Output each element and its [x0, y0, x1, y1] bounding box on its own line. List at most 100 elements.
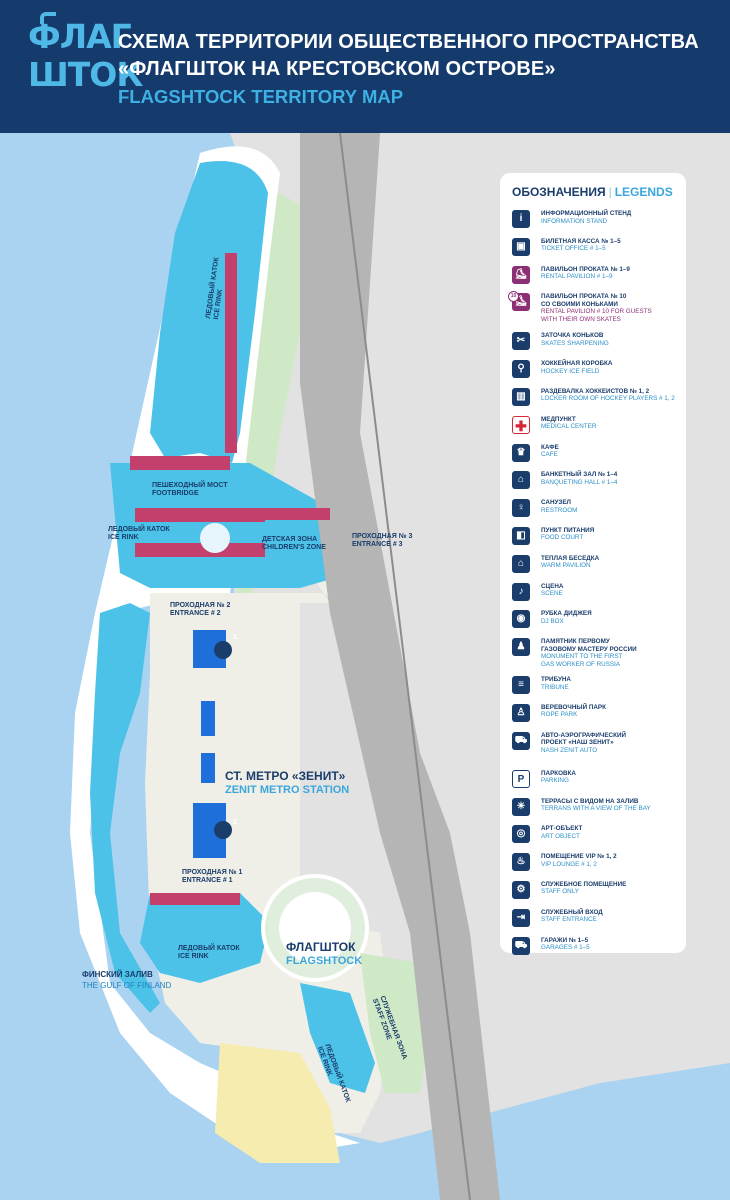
legend-label-en: STAFF ENTRANCE — [541, 916, 597, 924]
legend-label-ru: САНУЗЕЛ — [541, 499, 571, 507]
legend-label-ru: АВТО-АЭРОГРАФИЧЕСКИЙ — [541, 731, 626, 739]
legend-label-ru: ХОККЕЙНАЯ КОРОБКА — [541, 360, 613, 368]
staff-only-icon: ⚙ — [512, 880, 530, 899]
logo-line-1: ФЛАГ — [28, 17, 132, 56]
legend-label-en: MEDICAL CENTER — [541, 423, 597, 431]
metro-number-1: 1 — [233, 634, 237, 641]
hockey-icon: ⚲ — [512, 360, 530, 379]
dj-box-icon: ◉ — [512, 610, 530, 629]
building-4 — [265, 508, 330, 520]
page-title-ru-2: «ФЛАГШТОК НА КРЕСТОВСКОМ ОСТРОВЕ» — [118, 58, 556, 80]
parking-icon: P — [512, 769, 530, 788]
staff-entrance-icon: ⇥ — [512, 908, 530, 927]
monument-icon: ♟ — [512, 638, 530, 657]
legend-label-en: GAS WORKER OF RUSSIA — [541, 660, 621, 668]
legend-label-en: VIP LOUNGE # 1, 2 — [541, 860, 597, 868]
cafe-icon: ♛ — [512, 443, 530, 462]
legend-label-en: WITH THEIR OWN SKATES — [541, 315, 621, 323]
legend-label-ru: ИНФОРМАЦИОННЫЙ СТЕНД — [541, 210, 632, 217]
legend-label-en: RENTAL PAVILION # 1–9 — [541, 273, 613, 281]
legend-label-ru: ПАРКОВКА — [541, 769, 576, 777]
legend-label-en: GARAGES # 1–5 — [541, 944, 590, 952]
legend-label-en: TICKET OFFICE # 1–5 — [541, 245, 606, 253]
legend-label-ru: КАФЕ — [541, 443, 559, 451]
page-title-ru-1: СХЕМА ТЕРРИТОРИИ ОБЩЕСТВЕННОГО ПРОСТРАНС… — [118, 31, 699, 53]
scene-icon: ♪ — [512, 582, 530, 601]
legend-label-en: PARKING — [541, 777, 569, 785]
legend-label-en: HOCKEY ICE FIELD — [541, 367, 600, 375]
legend-label-ru: МЕДПУНКТ — [541, 415, 576, 423]
logo-line-2: ШТОК — [28, 55, 143, 94]
legend-label-en: TERRANS WITH A VIEW OF THE BAY — [541, 805, 651, 813]
building-5 — [225, 253, 237, 453]
west-ice-channel — [90, 603, 160, 1013]
legend-label-ru: ЗАТОЧКА КОНЬКОВ — [541, 332, 604, 340]
legend-label-en: CAFE — [541, 451, 558, 459]
legend-label-en: BANQUETING HALL # 1–4 — [541, 478, 618, 486]
building-1 — [130, 456, 230, 470]
legend-label-en: SCENE — [541, 590, 563, 598]
children-zone-circle — [200, 523, 230, 553]
building-3 — [135, 543, 265, 557]
legend-label-en: TRIBUNE — [541, 683, 569, 691]
page-title-en: FLAGSHTOCK TERRITORY MAP — [118, 86, 404, 107]
label-metro-station[interactable]: СТ. МЕТРО «ЗЕНИТ»ZENIT METRO STATION — [225, 769, 350, 797]
ticket-office-icon: ▣ — [512, 237, 530, 256]
terrace-icon: ☀ — [512, 797, 530, 816]
road-divider — [339, 133, 471, 1200]
legend-label-ru: ПОМЕЩЕНИЕ VIP № 1, 2 — [541, 853, 617, 861]
tribune-icon: ≡ — [512, 676, 530, 695]
garage-icon: ⛟ — [512, 936, 530, 955]
metro-badge-2 — [214, 821, 232, 839]
skates-sharpening-icon: ✂ — [512, 332, 530, 351]
legend-label-ru: ПРОЕКТ «НАШ ЗЕНИТ» — [541, 739, 614, 747]
flagshtok-circle-inner — [279, 892, 351, 964]
legend-label-ru: ПУНКТ ПИТАНИЯ — [541, 526, 595, 534]
legend-label-ru: БАНКЕТНЫЙ ЗАЛ № 1–4 — [541, 471, 618, 479]
legend-label-ru: РУБКА ДИДЖЕЯ — [541, 610, 592, 618]
north-ice-rink — [150, 161, 268, 463]
legend-label-en: FOOD COURT — [541, 534, 584, 542]
medical-icon: ✚ — [512, 415, 530, 434]
legend-label-en: ROPE PARK — [541, 711, 578, 719]
banquet-icon: ⌂ — [512, 471, 530, 490]
legend-label-ru: АРТ-ОБЪЕКТ — [541, 825, 583, 833]
